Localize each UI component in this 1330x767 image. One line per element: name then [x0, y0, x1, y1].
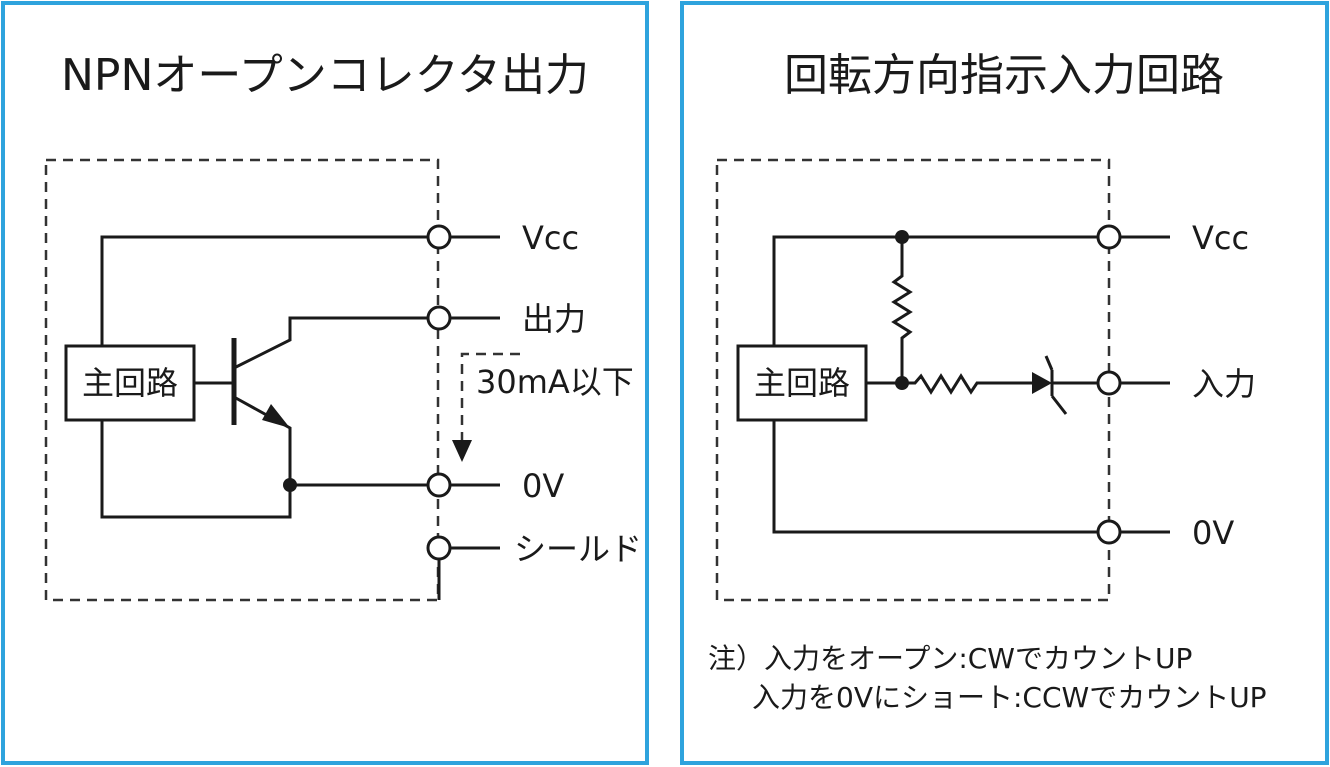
- right-enclosure: [715, 158, 1111, 602]
- current-limit-label: 30mA以下: [476, 363, 634, 401]
- left-enclosure: [44, 158, 440, 602]
- left-label-0v: 0V: [522, 467, 564, 505]
- left-terminal-output: [426, 305, 452, 331]
- right-terminal-0v: [1096, 519, 1122, 545]
- left-vcc-wire: [100, 235, 500, 345]
- left-label-vcc: Vcc: [522, 219, 579, 257]
- right-terminal-vcc: [1096, 224, 1122, 250]
- right-label-input: 入力: [1192, 365, 1256, 403]
- left-shield-wire: [437, 546, 500, 600]
- left-terminal-shield: [426, 535, 452, 561]
- right-note-line2: 入力を0Vにショート:CCWでカウントUP: [752, 681, 1267, 714]
- left-terminal-0v: [426, 472, 452, 498]
- left-0v-junction: [283, 478, 297, 492]
- current-arrow-head: [452, 440, 472, 462]
- right-panel-title: 回転方向指示入力回路: [784, 50, 1224, 101]
- zener-diode-triangle: [1032, 372, 1052, 394]
- right-note-line1: 注）入力をオープン:CWでカウントUP: [708, 642, 1192, 675]
- right-label-vcc: Vcc: [1192, 219, 1249, 257]
- right-panel-frame: [680, 1, 1329, 765]
- transistor-emitter: [233, 395, 292, 485]
- right-main-circuit-label: 主回路: [754, 364, 850, 402]
- left-return-wire: [100, 420, 292, 519]
- left-label-output: 出力: [522, 300, 586, 338]
- left-terminal-vcc: [426, 224, 452, 250]
- zener-diode-bar: [1044, 355, 1068, 415]
- left-panel-title: NPNオープンコレクタ出力: [61, 50, 589, 101]
- right-0v-wire: [772, 420, 1170, 534]
- pullup-resistor: [891, 237, 913, 383]
- left-label-shield: シールド: [514, 530, 642, 568]
- transistor-collector: [233, 316, 500, 370]
- current-arrow-line: [460, 352, 520, 440]
- left-main-circuit-label: 主回路: [82, 364, 178, 402]
- right-terminal-input: [1096, 370, 1122, 396]
- right-label-0v: 0V: [1192, 514, 1234, 552]
- emitter-arrow: [262, 404, 290, 428]
- left-panel-frame: [1, 1, 649, 765]
- right-vcc-wire: [772, 235, 1170, 345]
- series-resistor: [902, 373, 1032, 395]
